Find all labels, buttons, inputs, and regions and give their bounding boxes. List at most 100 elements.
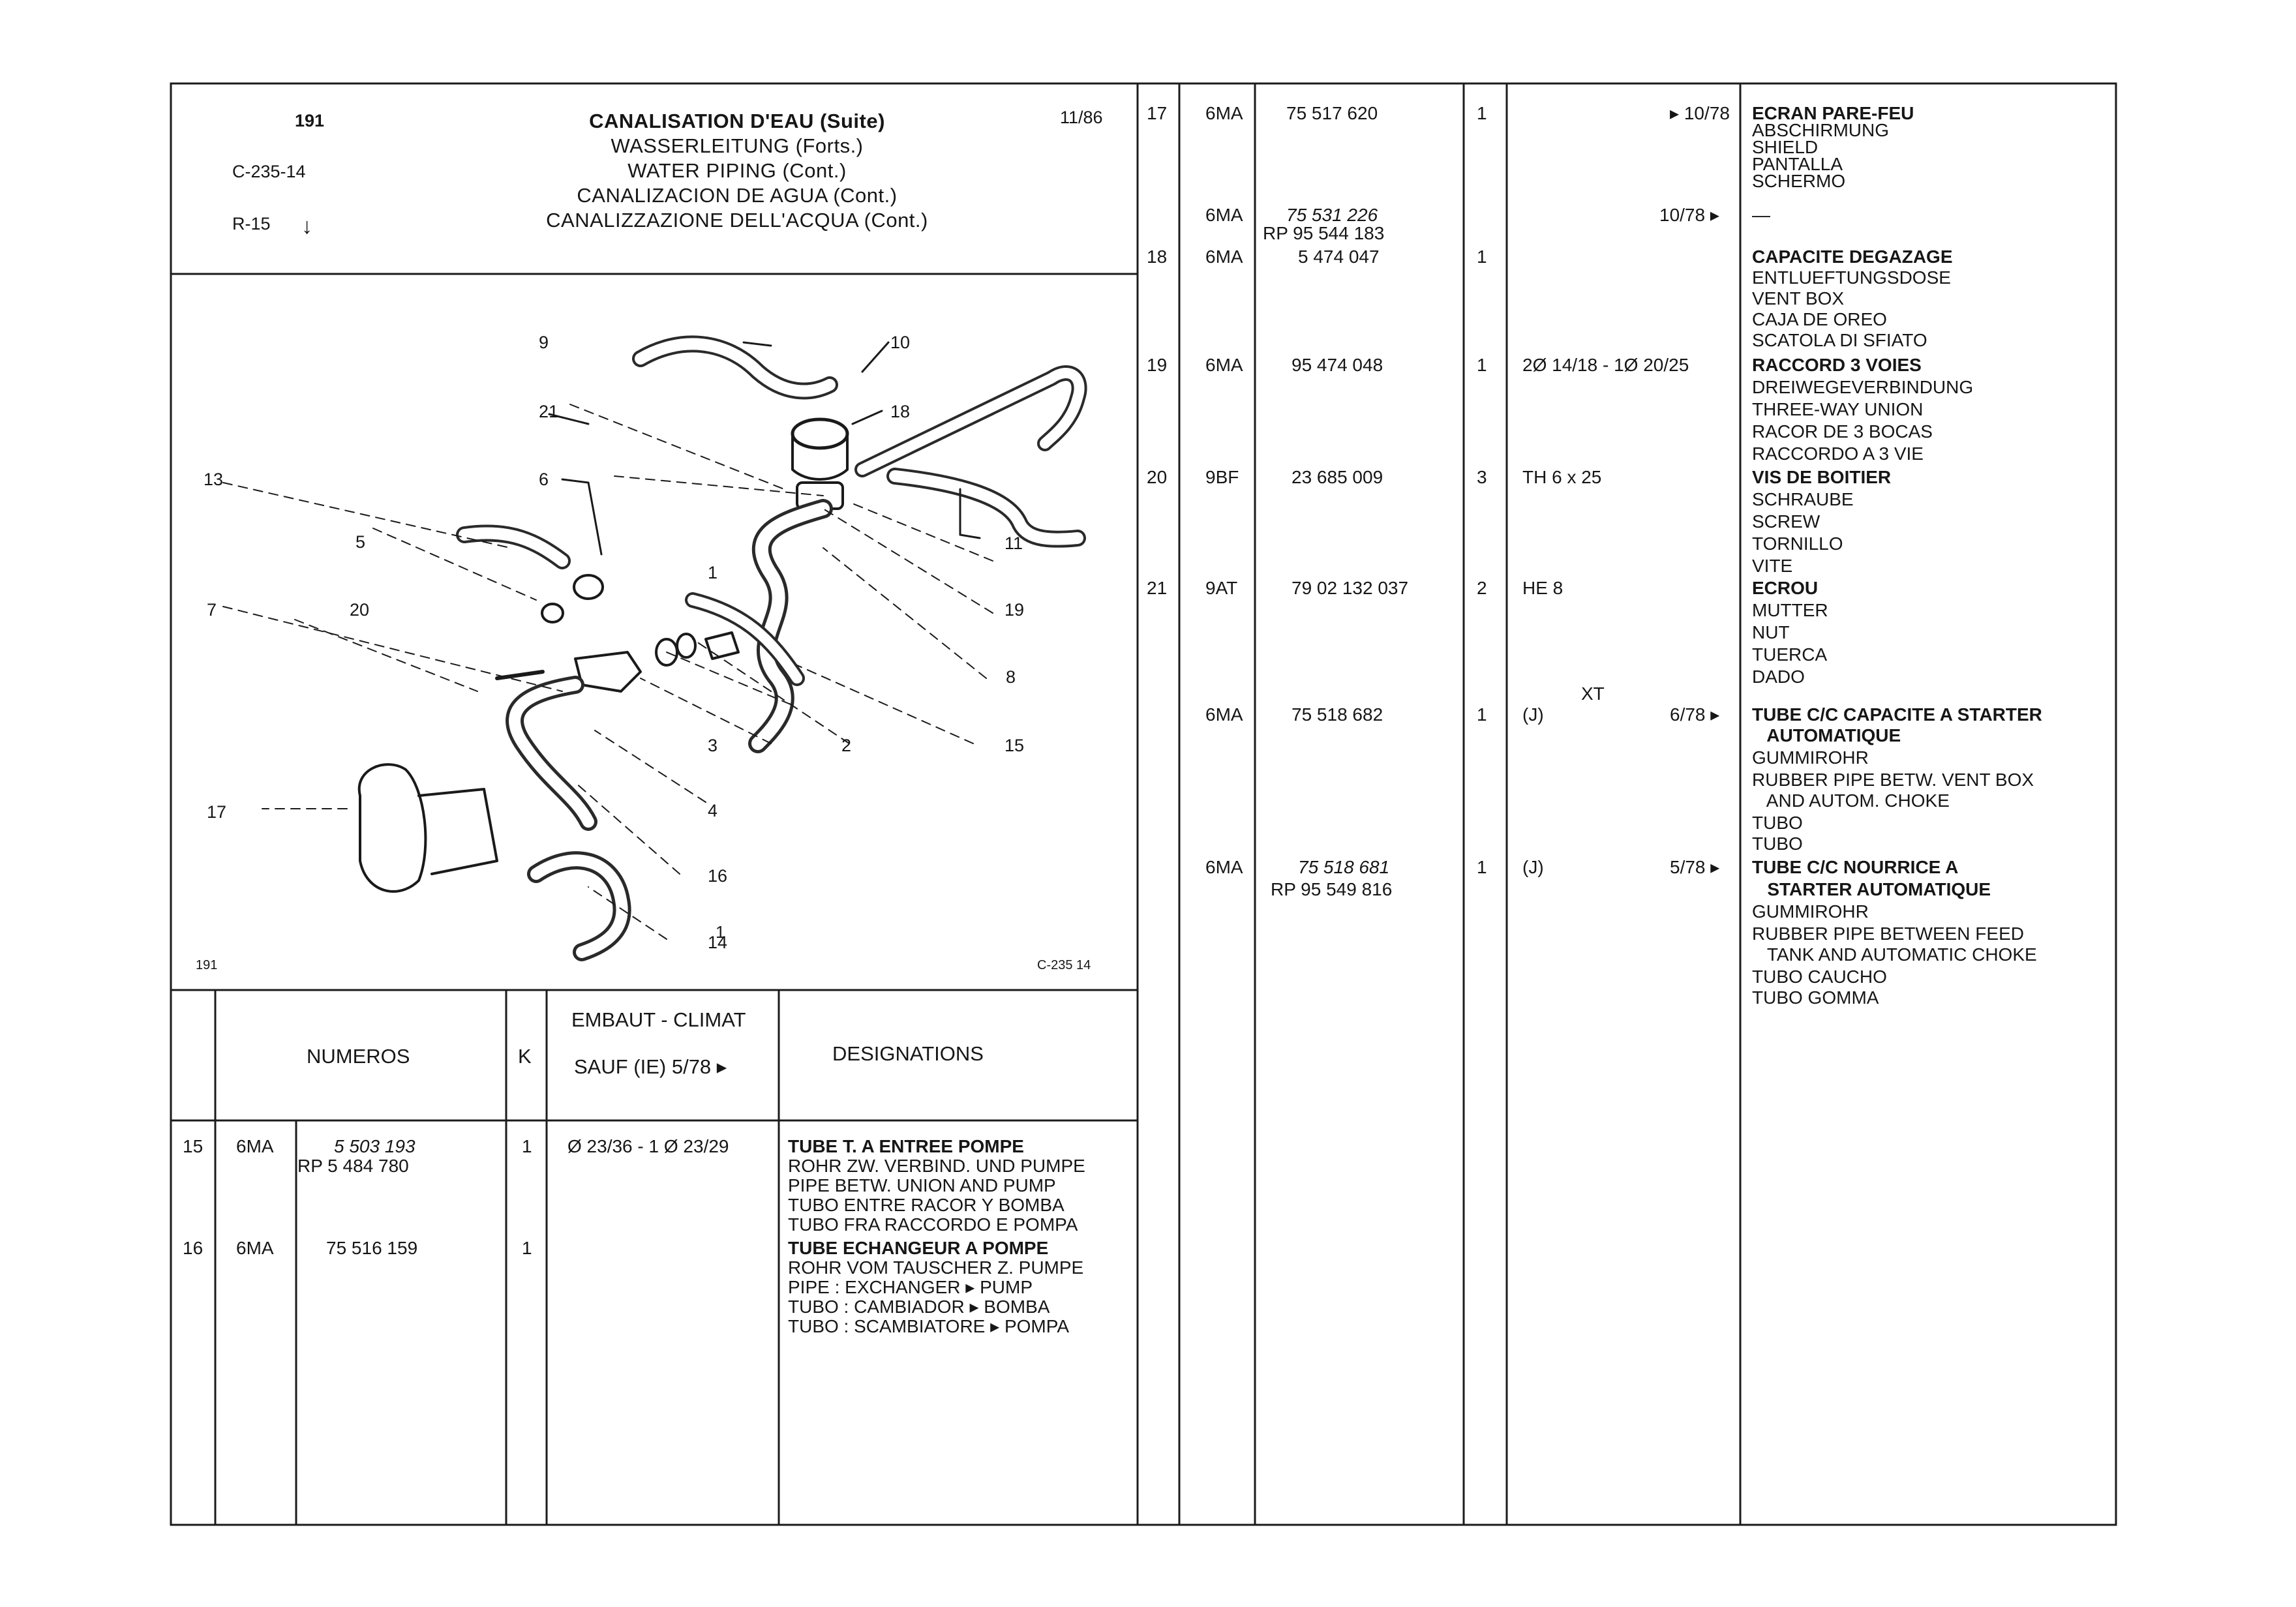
header-k: K: [518, 1045, 532, 1068]
exploded-parts-diagram: 1: [222, 335, 1087, 961]
row-climat: Ø 23/36 - 1 Ø 23/29: [567, 1136, 729, 1156]
label-9: 9: [539, 333, 549, 352]
row-date: 5/78 ▸: [1670, 857, 1720, 877]
header-numeros: NUMEROS: [307, 1045, 410, 1068]
header-sauf: SAUF (IE) 5/78 ▸: [574, 1055, 727, 1078]
row-code: 6MA: [1205, 247, 1243, 267]
row-ref: 20: [1147, 467, 1168, 487]
label-6: 6: [539, 470, 549, 489]
row-k: 1: [522, 1136, 532, 1156]
header-designations: DESIGNATIONS: [832, 1042, 984, 1065]
row-number: 75 517 620: [1286, 103, 1378, 123]
row-designation-en-cont: TANK AND AUTOMATIC CHOKE: [1752, 944, 2037, 965]
row-number-rp: RP 5 484 780: [297, 1156, 409, 1176]
row-designation: TUBE C/C NOURRICE A: [1752, 857, 1959, 877]
row-designation: TUBE C/C CAPACITE A STARTER: [1752, 704, 2042, 725]
title-it: CANALIZZAZIONE DELL'ACQUA (Cont.): [546, 209, 928, 232]
row-number-rp: RP 95 549 816: [1271, 879, 1393, 899]
row-spec: HE 8: [1522, 578, 1563, 598]
row-number: 75 531 226: [1286, 205, 1378, 225]
row-designation-en: RUBBER PIPE BETWEEN FEED: [1752, 924, 2024, 944]
row-k: 3: [1477, 467, 1487, 487]
label-20: 20: [350, 600, 370, 620]
row-designation-cont: STARTER AUTOMATIQUE: [1752, 879, 1991, 899]
row-ref: 18: [1147, 247, 1168, 267]
row-designation: VIS DE BOITIER: [1752, 467, 1892, 487]
row-code: 6MA: [236, 1136, 274, 1156]
row-number: 75 518 681: [1298, 857, 1390, 877]
row-designation-de: GUMMIROHR: [1752, 747, 1869, 768]
label-13: 13: [204, 470, 224, 489]
row-designation-it: TUBO GOMMA: [1752, 987, 1879, 1008]
row-k: 1: [1477, 355, 1487, 375]
header-embaut: EMBAUT - CLIMAT: [571, 1008, 746, 1031]
row-ref: 16: [183, 1238, 204, 1258]
row-code: 9AT: [1205, 578, 1238, 598]
title-fr: CANALISATION D'EAU (Suite): [589, 110, 885, 132]
diagram-corner: 191: [196, 958, 218, 972]
row-ref: 19: [1147, 355, 1168, 375]
row-designation-de: SCHRAUBE: [1752, 489, 1854, 509]
row-designation-it: RACCORDO A 3 VIE: [1752, 443, 1924, 464]
row-k: 1: [522, 1238, 532, 1258]
label-14: 14: [708, 933, 728, 952]
row-code: 6MA: [1205, 704, 1243, 725]
row-designation-cont: AUTOMATIQUE: [1752, 725, 1901, 745]
diagram-code: C-235 14: [1037, 958, 1091, 972]
header-code: 191: [295, 111, 325, 130]
label-18: 18: [890, 402, 911, 421]
header-ref-1: C-235-14: [232, 162, 306, 181]
row-version: XT: [1581, 683, 1605, 704]
row-designation-en: PIPE : EXCHANGER ▸ PUMP: [788, 1277, 1033, 1297]
row-code: 6MA: [1205, 857, 1243, 877]
row-designation: CAPACITE DEGAZAGE: [1752, 247, 1953, 267]
row-designation-en: VENT BOX: [1752, 288, 1845, 308]
row-k: 1: [1477, 247, 1487, 267]
row-designation-it: TUBO FRA RACCORDO E POMPA: [788, 1214, 1078, 1235]
row-code: 6MA: [1205, 103, 1243, 123]
row-number: 75 516 159: [326, 1238, 418, 1258]
row-designation: TUBE T. A ENTREE POMPE: [788, 1136, 1024, 1156]
row-code: 6MA: [236, 1238, 274, 1258]
row-spec: TH 6 x 25: [1522, 467, 1602, 487]
label-19: 19: [1004, 600, 1025, 620]
label-11: 11: [1004, 533, 1023, 553]
label-15: 15: [1004, 736, 1025, 755]
label-3: 3: [708, 736, 718, 755]
label-10: 10: [890, 333, 911, 352]
row-ref: 17: [1147, 103, 1168, 123]
row-designation-en: SHIELD: [1752, 137, 1819, 157]
label-2: 2: [841, 736, 852, 755]
label-16: 16: [708, 866, 728, 886]
row-k: 1: [1477, 704, 1487, 725]
row-designation: ECRAN PARE-FEU: [1752, 103, 1914, 123]
row-designation-de: ABSCHIRMUNG: [1752, 120, 1890, 140]
row-k: 1: [1477, 857, 1487, 877]
row-number: 79 02 132 037: [1292, 578, 1409, 598]
row-designation-en: THREE-WAY UNION: [1752, 399, 1924, 419]
row-date: ▸ 10/78: [1670, 103, 1730, 123]
row-designation-en-cont: AND AUTOM. CHOKE: [1752, 790, 1950, 811]
row-designation-es: TUBO CAUCHO: [1752, 967, 1887, 987]
row-number: 95 474 048: [1292, 355, 1383, 375]
row-ref: 21: [1147, 578, 1168, 598]
row-designation-it: TUBO: [1752, 834, 1803, 854]
row-spec: 2Ø 14/18 - 1Ø 20/25: [1522, 355, 1689, 375]
row-code: 9BF: [1205, 467, 1239, 487]
row-designation-it: VITE: [1752, 556, 1793, 576]
row-ref: 15: [183, 1136, 204, 1156]
row-k: 1: [1477, 103, 1487, 123]
row-number: 5 474 047: [1298, 247, 1380, 267]
row-designation-es: TUBO : CAMBIADOR ▸ BOMBA: [788, 1297, 1050, 1317]
row-designation-it: SCATOLA DI SFIATO: [1752, 330, 1927, 350]
label-5: 5: [355, 532, 366, 552]
label-21: 21: [539, 402, 559, 421]
row-designation-es: TUBO ENTRE RACOR Y BOMBA: [788, 1195, 1065, 1215]
row-designation-de: ROHR ZW. VERBIND. UND PUMPE: [788, 1156, 1085, 1176]
arrow-down-icon: ↓: [301, 214, 312, 239]
row-spec: (J): [1522, 704, 1544, 725]
row-designation-es: TUERCA: [1752, 644, 1828, 665]
row-designation-en: RUBBER PIPE BETW. VENT BOX: [1752, 770, 2034, 790]
row-designation-es: RACOR DE 3 BOCAS: [1752, 421, 1933, 442]
row-designation-de: ROHR VOM TAUSCHER Z. PUMPE: [788, 1257, 1084, 1278]
